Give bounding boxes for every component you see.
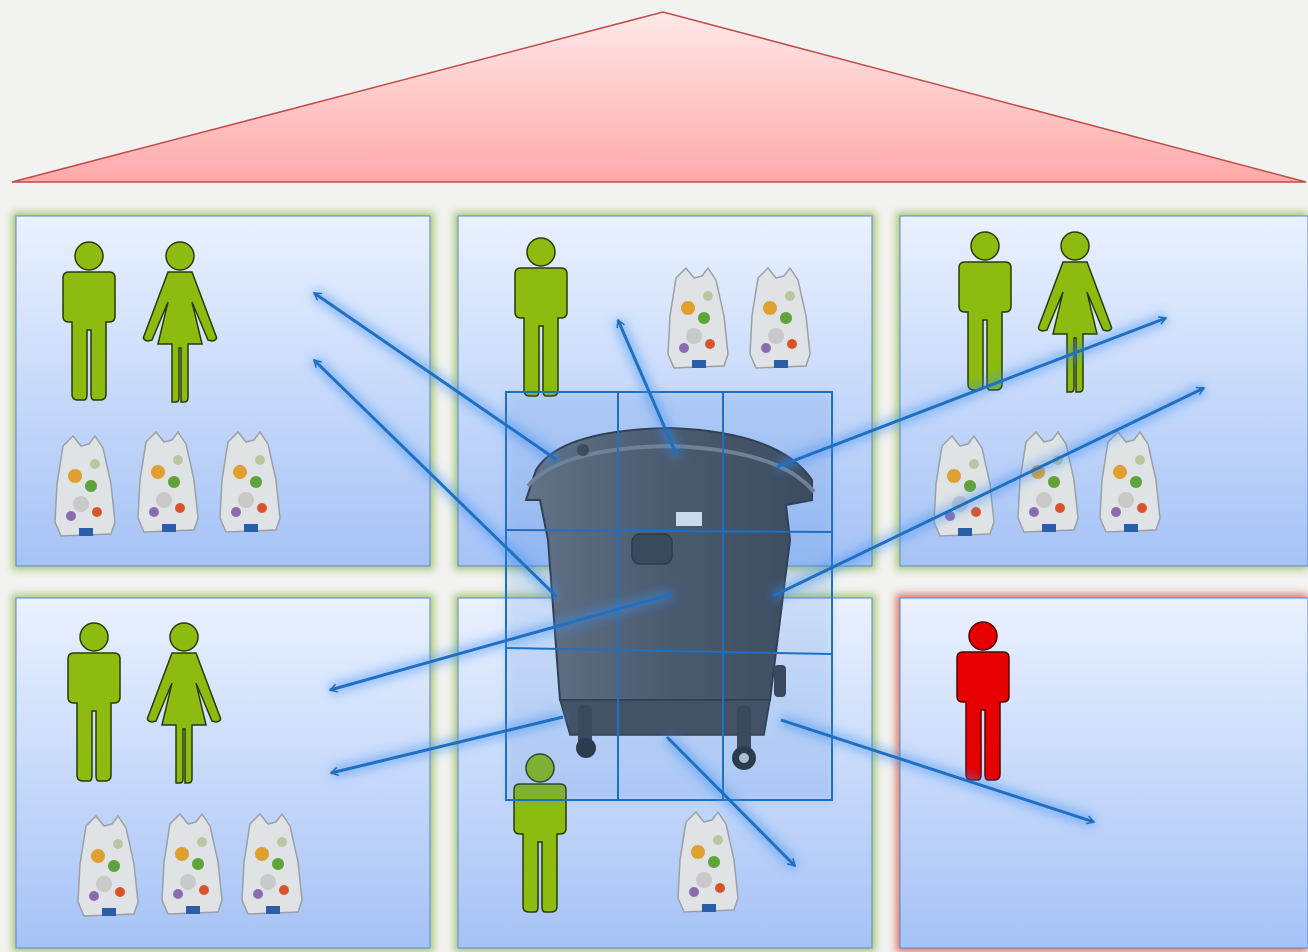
roof xyxy=(11,11,1307,183)
arrow-to-top-left xyxy=(312,358,559,599)
apartment-bottom-left xyxy=(12,594,434,952)
arrow-to-top-left xyxy=(312,291,558,462)
arrow-to-top-right xyxy=(772,386,1206,598)
arrow-to-bottom-middle xyxy=(665,735,797,868)
arrow-to-bottom-left xyxy=(328,592,673,693)
arrow-to-bottom-right xyxy=(780,718,1096,825)
cost-share-arrows xyxy=(312,291,1206,868)
arrow-to-top-middle xyxy=(616,318,679,457)
arrow-to-top-right xyxy=(776,316,1168,469)
arrow-to-bottom-left xyxy=(329,715,564,776)
